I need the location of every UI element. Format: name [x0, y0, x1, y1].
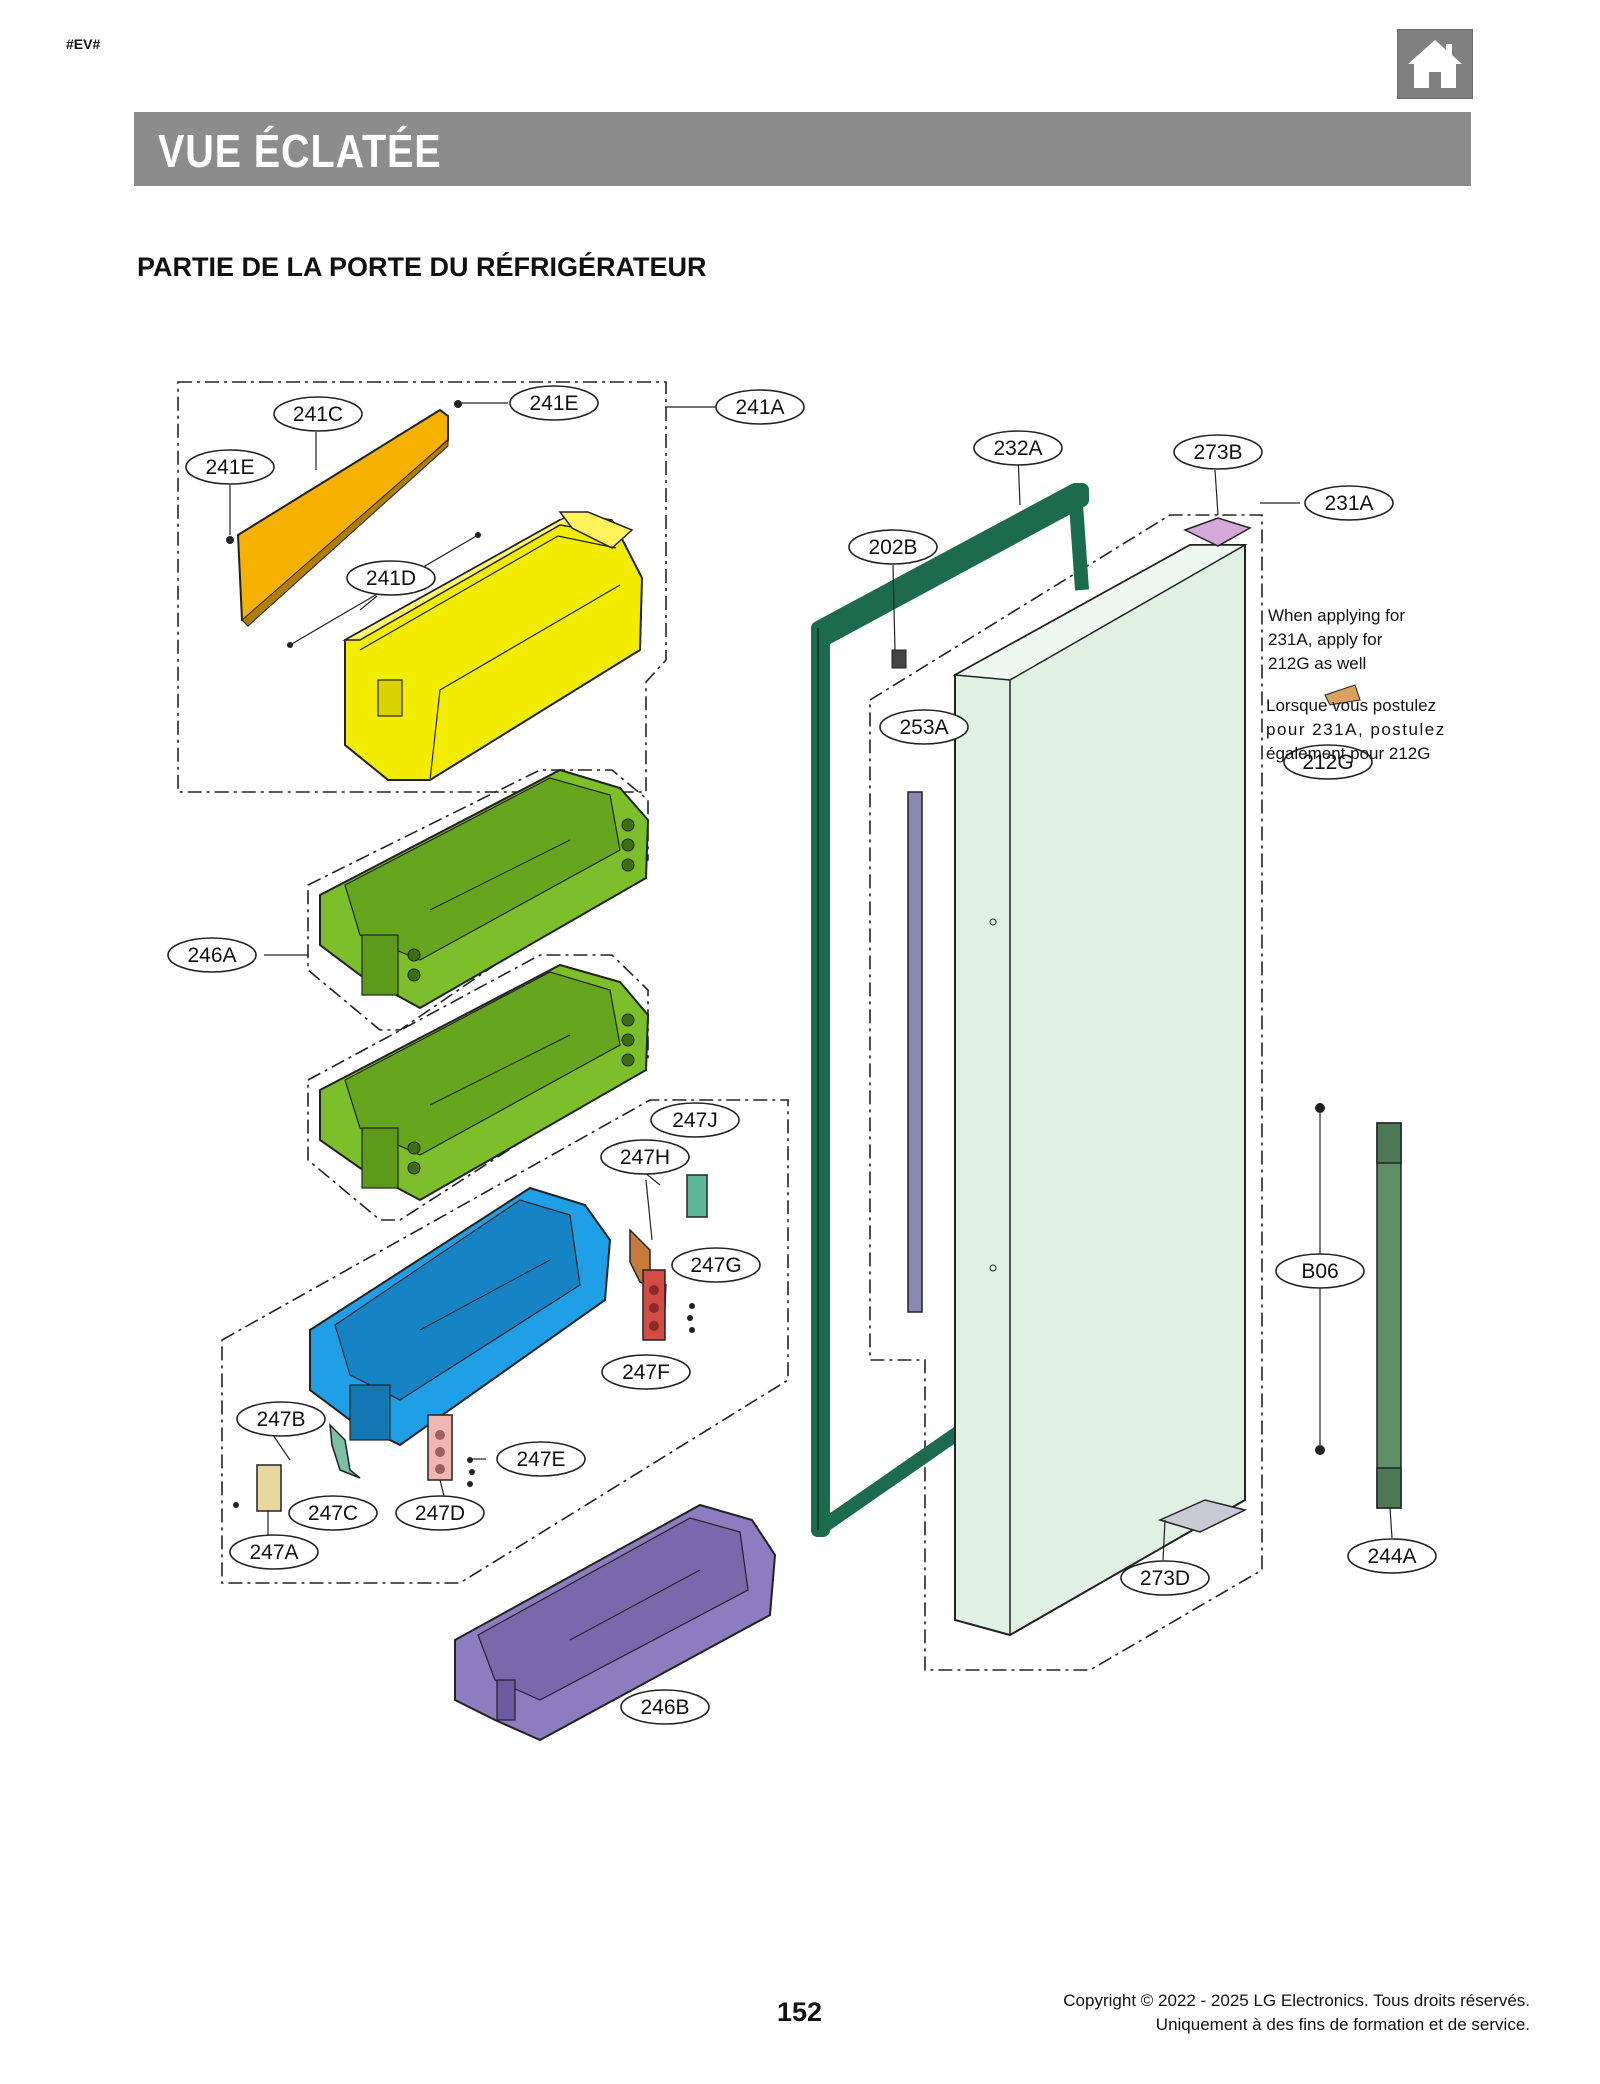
note-line: Lorsque vous postulez	[1266, 696, 1437, 715]
group-outline-door	[869, 514, 1263, 1671]
label-247D: 247D	[415, 1502, 465, 1525]
page-number: 152	[777, 1997, 823, 2027]
part-212G-piece	[1324, 684, 1361, 706]
label-241E: 241E	[529, 392, 578, 415]
label-241A: 241A	[735, 396, 784, 419]
label-247F: 247F	[622, 1361, 670, 1384]
copyright-line: Copyright © 2022 - 2025 LG Electronics. …	[1063, 1991, 1530, 2010]
purple-bin-246B	[454, 1503, 777, 1742]
document-tag: #EV#	[66, 36, 101, 52]
label-241C: 241C	[293, 403, 343, 426]
note-line: 231A, apply for	[1268, 630, 1383, 649]
blue-bin	[309, 1186, 612, 1447]
label-273B: 273B	[1193, 441, 1242, 464]
small-hardware-247	[233, 1174, 708, 1512]
yellow-bin-241D	[342, 511, 644, 781]
green-bin-lower	[319, 963, 650, 1202]
copyright-line: Uniquement à des fins de formation et de…	[1155, 2015, 1530, 2034]
label-231A: 231A	[1324, 492, 1373, 515]
banner-title: VUE ÉCLATÉE	[158, 125, 442, 177]
part-202B-clip	[891, 649, 907, 669]
label-212G: 212G	[1302, 751, 1353, 774]
label-241E: 241E	[205, 456, 254, 479]
label-247C: 247C	[308, 1502, 358, 1525]
note-line: 212G as well	[1268, 654, 1367, 673]
label-202B: 202B	[868, 536, 917, 559]
green-bin-upper-246A	[319, 768, 650, 1010]
hinge-273B	[1183, 517, 1252, 547]
label-246A: 246A	[187, 944, 236, 967]
strip-253A	[907, 791, 923, 1313]
label-247B: 247B	[256, 1408, 305, 1431]
note-line: également pour 212G	[1266, 744, 1431, 763]
door-panel	[952, 544, 1248, 1637]
label-244A: 244A	[1367, 1545, 1416, 1568]
label-247H: 247H	[620, 1146, 670, 1169]
label-247A: 247A	[249, 1541, 298, 1564]
label-247J: 247J	[672, 1109, 718, 1132]
page-banner: VUE ÉCLATÉE	[134, 112, 1471, 186]
gasket-232A	[811, 483, 1089, 1537]
hinge-273D	[1157, 1499, 1248, 1533]
section-title: PARTIE DE LA PORTE DU RÉFRIGÉRATEUR	[137, 252, 707, 282]
note-english: When applying for 231A, apply for 212G a…	[1268, 604, 1468, 676]
group-outline-241A	[177, 381, 667, 793]
group-outline-247	[221, 1099, 789, 1584]
label-247E: 247E	[516, 1448, 565, 1471]
label-241D: 241D	[366, 567, 416, 590]
note-french: Lorsque vous postulez pour 231A, postule…	[1266, 694, 1466, 766]
label-273D: 273D	[1140, 1567, 1190, 1590]
label-246B: 246B	[640, 1696, 689, 1719]
label-253A: 253A	[899, 716, 948, 739]
label-B06: B06	[1301, 1260, 1338, 1283]
label-247G: 247G	[690, 1254, 741, 1277]
copyright: Copyright © 2022 - 2025 LG Electronics. …	[1063, 1989, 1530, 2037]
note-line: pour 231A, postulez	[1266, 720, 1446, 739]
note-line: When applying for	[1268, 606, 1406, 625]
group-outline-bin-1	[307, 769, 649, 1031]
handle-244A	[1376, 1122, 1402, 1509]
home-button[interactable]	[1397, 29, 1473, 99]
home-icon	[1408, 40, 1462, 88]
orange-cover-241C	[236, 408, 449, 627]
label-232A: 232A	[993, 437, 1042, 460]
